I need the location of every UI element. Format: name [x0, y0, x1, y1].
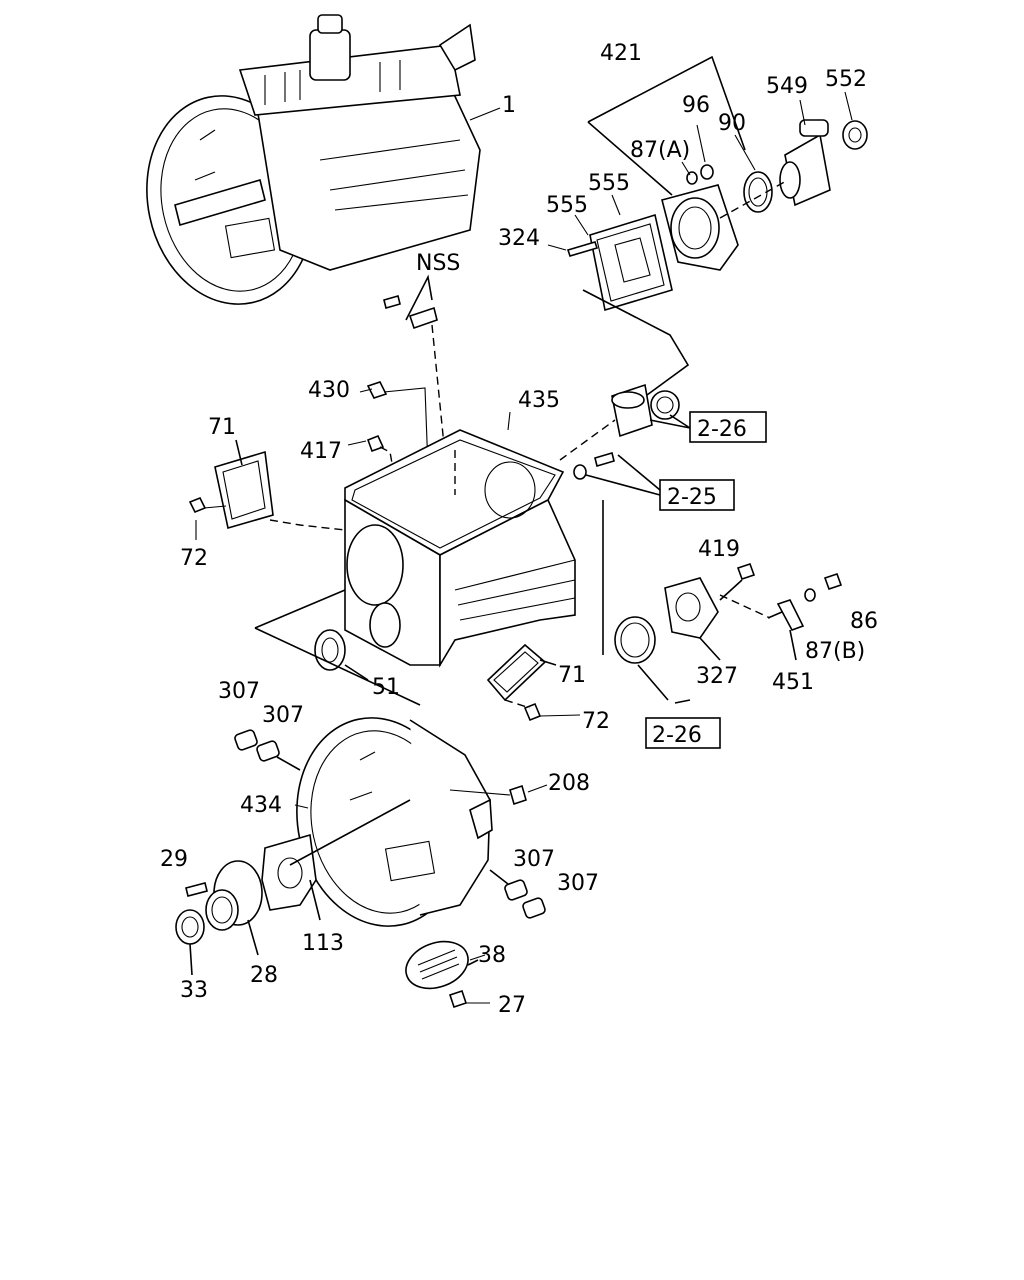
callout-549: 549 [766, 74, 808, 99]
callout-labels: 1 421 96 90 549 552 87(A) 555 555 324 NS… [160, 41, 878, 1018]
callout-27: 27 [498, 993, 526, 1018]
bell-housing [296, 717, 527, 927]
callout-86: 86 [850, 609, 878, 634]
callout-113: 113 [302, 931, 344, 956]
front-cover-group [175, 799, 411, 976]
callout-327: 327 [696, 664, 738, 689]
callout-324: 324 [498, 226, 540, 251]
callout-421: 421 [600, 41, 642, 66]
callout-307-c: 307 [513, 847, 555, 872]
dowels [234, 729, 546, 919]
ref-2-25-label: 2-25 [667, 485, 717, 510]
callout-87b: 87(B) [805, 639, 865, 664]
main-case [344, 429, 576, 668]
leader-lines [195, 91, 853, 961]
callout-434: 434 [240, 793, 282, 818]
callout-51: 51 [372, 675, 400, 700]
cover-plate-38 [405, 940, 490, 1009]
callout-72-upper: 72 [180, 546, 208, 571]
callout-435: 435 [518, 388, 560, 413]
ref-2-26-top[interactable]: 2-26 [689, 411, 767, 443]
transmission-assembly [146, 14, 481, 305]
callout-87a: 87(A) [630, 138, 690, 163]
callout-555a: 555 [588, 171, 630, 196]
callout-552: 552 [825, 67, 867, 92]
callout-90: 90 [718, 111, 746, 136]
reference-boxes: 2-26 2-25 2-26 [645, 411, 767, 749]
callout-417: 417 [300, 439, 342, 464]
ref-2-26-top-label: 2-26 [697, 417, 747, 442]
callout-38: 38 [478, 943, 506, 968]
ref-2-25[interactable]: 2-25 [659, 479, 735, 511]
rear-housing-group [566, 55, 868, 396]
bearing-group-top [559, 383, 691, 496]
callout-307-b: 307 [262, 703, 304, 728]
callout-71-lower: 71 [558, 663, 586, 688]
callout-307-a: 307 [218, 679, 260, 704]
callout-nss: NSS [416, 251, 460, 276]
callout-430: 430 [308, 378, 350, 403]
right-cover-group [602, 500, 843, 704]
seal-51 [254, 589, 421, 706]
callout-28: 28 [250, 963, 278, 988]
callout-555b: 555 [546, 193, 588, 218]
callout-451: 451 [772, 670, 814, 695]
ref-2-26-bottom-label: 2-26 [652, 723, 702, 748]
callout-72-lower: 72 [582, 709, 610, 734]
cover-71-lower [486, 643, 581, 722]
callout-1: 1 [502, 93, 516, 118]
callout-71-upper: 71 [208, 415, 236, 440]
callout-208: 208 [548, 771, 590, 796]
cover-71-upper [188, 439, 346, 531]
callout-307-d: 307 [557, 871, 599, 896]
callout-96: 96 [682, 93, 710, 118]
callout-33: 33 [180, 978, 208, 1003]
callout-29: 29 [160, 847, 188, 872]
callout-419: 419 [698, 537, 740, 562]
ref-2-26-bottom[interactable]: 2-26 [645, 717, 721, 749]
